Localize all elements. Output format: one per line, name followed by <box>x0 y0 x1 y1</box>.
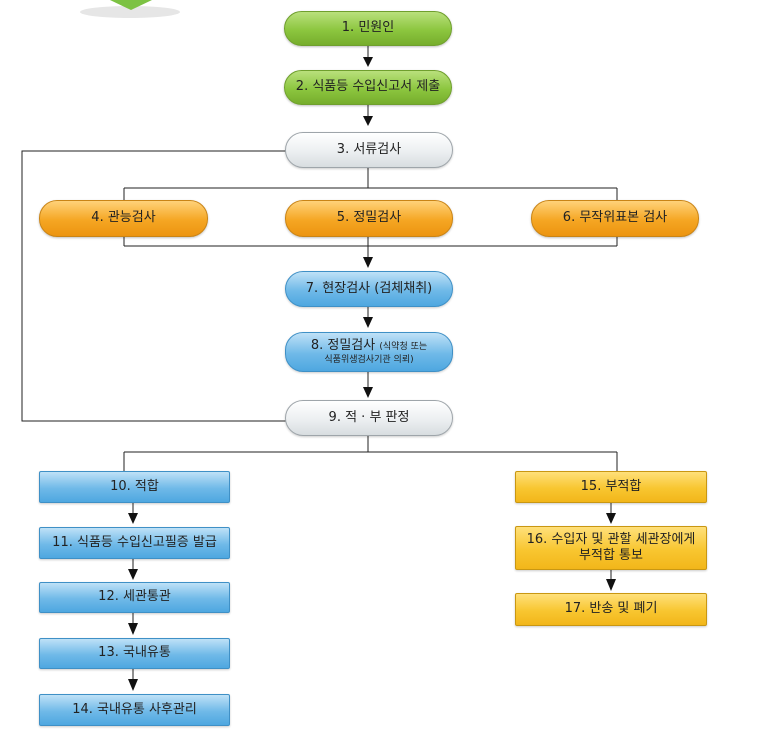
arrow-1-2 <box>363 57 373 67</box>
step-7-onsite-inspection: 7. 현장검사 (검체채취) <box>285 271 453 307</box>
step-4-sensory-inspection: 4. 관능검사 <box>39 200 208 237</box>
step-1-applicant: 1. 민원인 <box>284 11 452 46</box>
step-10-pass: 10. 적합 <box>39 471 230 503</box>
arrow-16-17 <box>606 579 616 591</box>
corner-shadow-shape <box>80 6 180 18</box>
step-14-post-management: 14. 국내유통 사후관리 <box>39 694 230 726</box>
step-16-line1: 16. 수입자 및 관할 세관장에게 <box>526 531 696 547</box>
arrow-7-8 <box>363 317 373 328</box>
step-2-submit-import-declaration: 2. 식품등 수입신고서 제출 <box>284 70 452 105</box>
arrow-8-9 <box>363 387 373 398</box>
arrow-2-3 <box>363 116 373 126</box>
step-3-document-inspection: 3. 서류검사 <box>285 132 453 168</box>
step-6-random-sample-inspection: 6. 무작위표본 검사 <box>531 200 699 237</box>
step-15-fail: 15. 부적합 <box>515 471 707 503</box>
arrow-12-13 <box>128 623 138 635</box>
step-9-judgement: 9. 적 · 부 판정 <box>285 400 453 436</box>
arrow-11-12 <box>128 569 138 580</box>
step-8-precision-inspection-request: 8. 정밀검사 (식약청 또는 식품위생검사기관 의뢰) <box>285 332 453 372</box>
step-5-precision-inspection: 5. 정밀검사 <box>285 200 453 237</box>
step-11-issue-certificate: 11. 식품등 수입신고필증 발급 <box>39 527 230 559</box>
step-13-domestic-distribution: 13. 국내유통 <box>39 638 230 669</box>
step-17-return-dispose: 17. 반송 및 폐기 <box>515 593 707 626</box>
arrow-5-7 <box>363 257 373 268</box>
arrow-15-16 <box>606 513 616 524</box>
step-8-line1: 8. 정밀검사 (식약청 또는 <box>311 338 427 354</box>
arrow-13-14 <box>128 679 138 691</box>
step-16-line2: 부적합 통보 <box>579 548 643 563</box>
step-8-sub2: 식품위생검사기관 의뢰) <box>324 354 414 365</box>
step-16-notify-fail: 16. 수입자 및 관할 세관장에게 부적합 통보 <box>515 526 707 570</box>
connector-loop-3-9 <box>21 150 287 422</box>
corner-green-shape <box>110 0 152 10</box>
step-8-sub1: (식약청 또는 <box>379 342 428 353</box>
arrow-10-11 <box>128 513 138 524</box>
step-12-customs-clearance: 12. 세관통관 <box>39 582 230 613</box>
step-8-title: 8. 정밀검사 <box>310 338 376 354</box>
